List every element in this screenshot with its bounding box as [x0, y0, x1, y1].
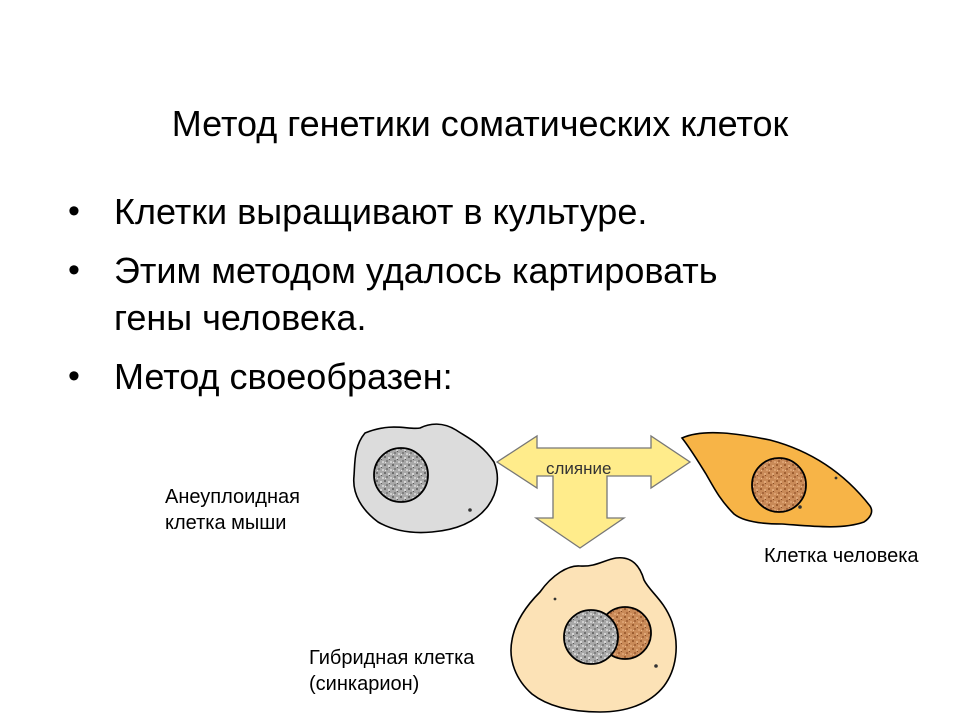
slide-title: Метод генетики соматических клеток — [171, 103, 789, 144]
bullet-list: • Клетки выращивают в культуре. • Этим м… — [66, 188, 906, 412]
mouse-cell-granule — [468, 508, 472, 512]
bullet-text: Этим методом удалось картировать — [114, 250, 718, 291]
hybrid-cell — [510, 556, 677, 713]
bullet-dot-icon: • — [68, 357, 80, 395]
bullet-text: Метод своеобразен: — [114, 356, 453, 397]
fusion-arrow-icon — [495, 434, 692, 549]
bullet-dot-icon: • — [68, 192, 80, 230]
human-nucleus — [751, 457, 807, 513]
hybrid-mouse-nucleus — [563, 609, 619, 665]
mouse-cell-label: Анеуплоидная клетка мыши — [165, 484, 300, 536]
bullet-item: • Метод своеобразен: — [66, 353, 906, 400]
hybrid-cell-granule — [654, 664, 658, 668]
hybrid-cell-label-line: Гибридная клетка — [309, 647, 475, 669]
mouse-cell — [353, 423, 499, 534]
human-cell-label: Клетка человека — [764, 545, 919, 567]
bullet-item: • Клетки выращивают в культуре. — [66, 188, 906, 235]
fusion-label: слияние — [546, 459, 612, 478]
mouse-cell-label-line: Анеуплоидная — [165, 486, 300, 508]
bullet-text: Клетки выращивают в культуре. — [114, 191, 648, 232]
bullet-text-continued: гены человека. — [114, 297, 367, 338]
human-cell-granule — [798, 505, 802, 509]
bullet-dot-icon: • — [68, 251, 80, 289]
hybrid-cell-label-line: (синкарион) — [309, 673, 420, 695]
mouse-cell-label-line: клетка мыши — [165, 512, 287, 534]
human-cell-granule — [834, 476, 838, 480]
hybrid-cell-label: Гибридная клетка (синкарион) — [309, 645, 474, 697]
mouse-nucleus — [373, 447, 429, 503]
hybrid-cell-granule — [553, 597, 557, 601]
bullet-item: • Этим методом удалось картировать гены … — [66, 247, 906, 341]
human-cell — [680, 431, 873, 528]
